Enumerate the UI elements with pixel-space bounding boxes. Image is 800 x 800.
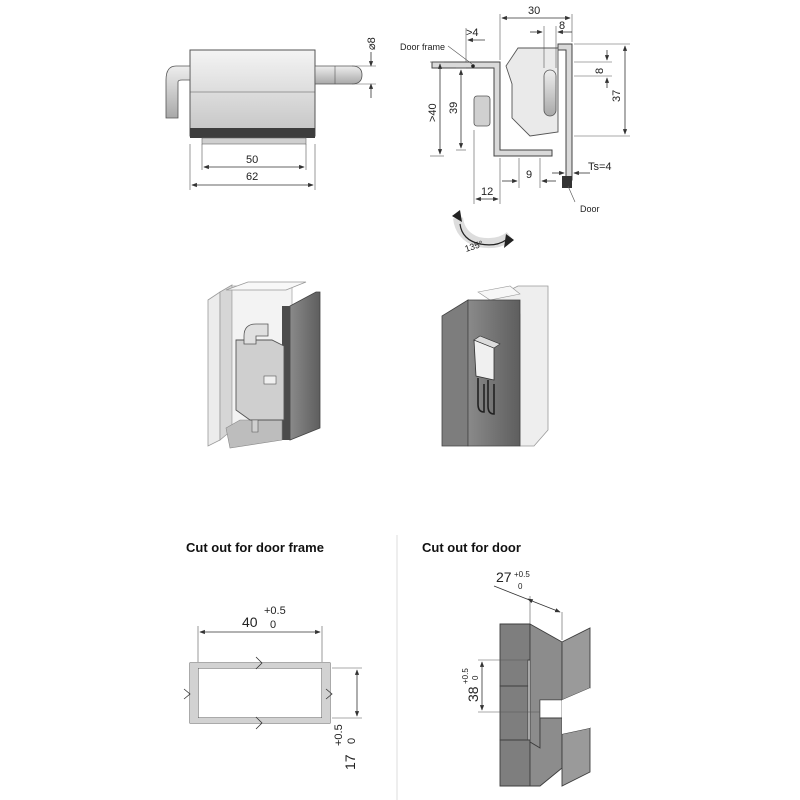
latch-section-pin bbox=[543, 69, 557, 117]
frame-cutout-width-value: 40 bbox=[242, 614, 258, 630]
width-62-dim: 62 bbox=[246, 171, 258, 183]
frame-cutout-width-tol-upper: +0.5 bbox=[264, 605, 286, 617]
door-cutout-width-tol-upper: +0.5 bbox=[514, 570, 530, 579]
door-cutout-height-value: 38 bbox=[465, 686, 481, 702]
rotation-arrow-icon: 135° bbox=[452, 210, 514, 254]
dim-9: 9 bbox=[526, 169, 532, 181]
door-frame-cutout-drawing: Cut out for door frame 40 +0.5 0 17 +0.5… bbox=[183, 540, 362, 770]
door-cutout-width-value: 27 bbox=[496, 569, 512, 585]
latch-side-view: ⌀8 50 62 bbox=[165, 37, 378, 190]
frame-cutout-height-value: 17 bbox=[342, 754, 358, 770]
door-cutout-height-tol-upper: +0.5 bbox=[461, 668, 470, 684]
iso-view-latch-outer bbox=[441, 285, 549, 447]
latch-bolt-pin bbox=[314, 65, 363, 85]
latch-base-plate bbox=[190, 128, 315, 138]
door-cutout-left-face bbox=[499, 623, 531, 687]
thickness-dim: Ts=4 bbox=[588, 161, 612, 173]
door-frame-cutout-title: Cut out for door frame bbox=[186, 540, 324, 555]
latch-3d-body bbox=[235, 339, 285, 421]
door-frame-marker bbox=[471, 64, 475, 68]
door-profile bbox=[557, 43, 573, 181]
dim-gt40: >40 bbox=[427, 103, 439, 122]
dim-8-top: 8 bbox=[559, 20, 565, 32]
dim-37: 37 bbox=[611, 90, 623, 102]
door-cutout-drawing: Cut out for door 27 +0.5 0 38 +0.5 0 bbox=[422, 540, 591, 787]
frame-cutout-height-tol-lower: 0 bbox=[346, 738, 358, 744]
frame-cutout-inner bbox=[197, 667, 323, 719]
door-label: Door bbox=[580, 204, 600, 214]
door-panel-dark bbox=[289, 291, 321, 441]
dim-8-right: 8 bbox=[594, 68, 606, 74]
door-frame-profile bbox=[431, 61, 553, 157]
iso-view-latch-inner bbox=[207, 281, 321, 449]
door-cutout-flange bbox=[561, 627, 591, 701]
door-cutout-width-tol-lower: 0 bbox=[518, 582, 523, 591]
door-cutout-height-tol-lower: 0 bbox=[471, 675, 480, 680]
installation-section-view: Door frame Door >4 30 8 8 37 >4 bbox=[400, 5, 630, 254]
latch-body bbox=[189, 49, 316, 137]
door-cutout-title: Cut out for door bbox=[422, 540, 521, 555]
door-outer-panel bbox=[441, 299, 469, 447]
diameter-dim-label: ⌀8 bbox=[366, 37, 378, 50]
latch-section-handle bbox=[473, 95, 491, 127]
dim-12: 12 bbox=[481, 186, 493, 198]
door-edge-block bbox=[562, 176, 572, 188]
latch-mount-foot bbox=[201, 137, 307, 145]
dim-30: 30 bbox=[528, 5, 540, 17]
frame-cutout-width-tol-lower: 0 bbox=[270, 619, 276, 631]
width-50-dim: 50 bbox=[246, 154, 258, 166]
gap-dim: >4 bbox=[466, 27, 479, 39]
dim-39: 39 bbox=[448, 102, 460, 114]
door-frame-label: Door frame bbox=[400, 42, 445, 52]
frame-cutout-height-tol-upper: +0.5 bbox=[333, 724, 345, 746]
latch-lever bbox=[165, 65, 191, 119]
